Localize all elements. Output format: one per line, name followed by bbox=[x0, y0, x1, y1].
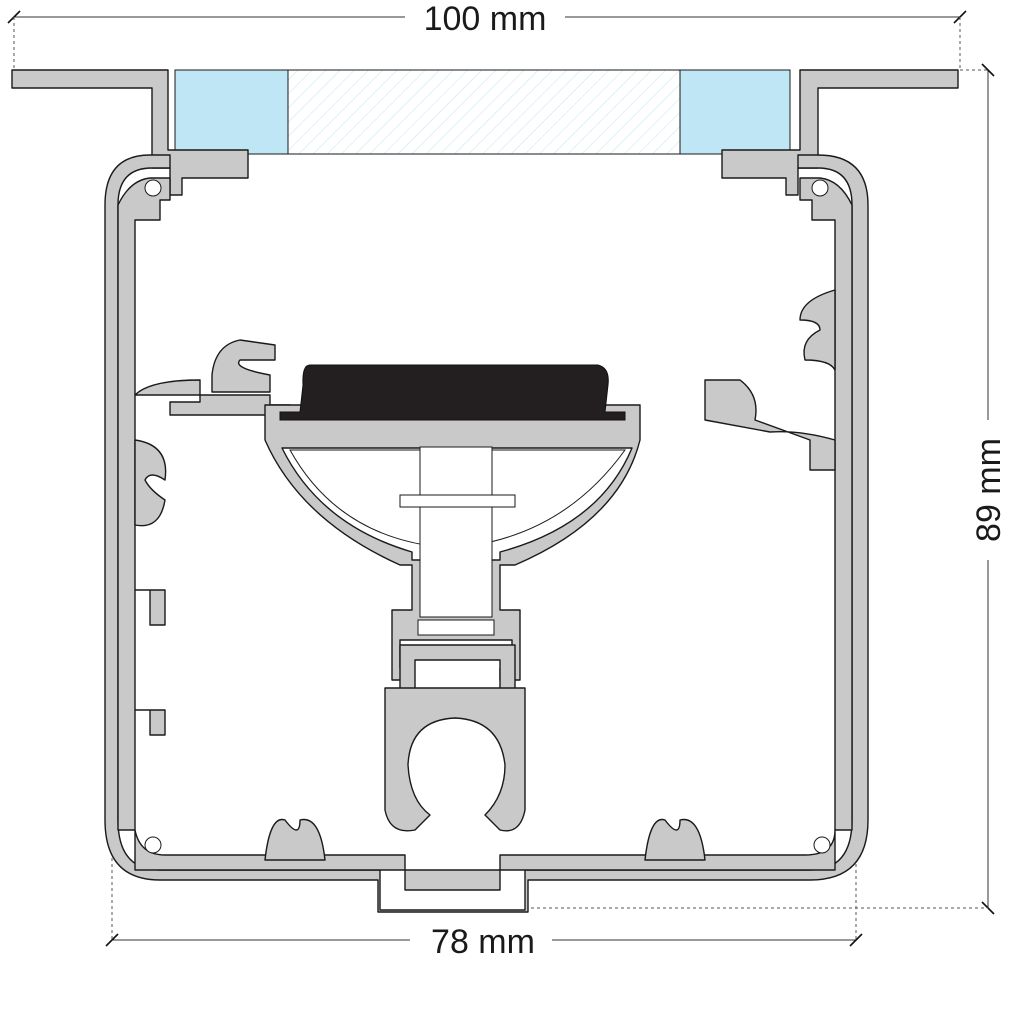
left-clip bbox=[211, 339, 276, 393]
dimension-label-78mm: 78 mm bbox=[431, 923, 535, 961]
profile-body bbox=[104, 154, 869, 913]
bottom-floor bbox=[134, 829, 836, 891]
screw-channels bbox=[134, 179, 836, 861]
dimension-height: 89 mm bbox=[525, 63, 1008, 915]
dimension-width-bottom: 78 mm bbox=[105, 840, 863, 961]
suspension-clip bbox=[384, 687, 526, 832]
dimension-label-89mm: 89 mm bbox=[970, 438, 1008, 542]
mounting-stem bbox=[399, 446, 516, 691]
diffuser bbox=[174, 69, 791, 155]
left-flange bbox=[11, 69, 249, 196]
right-flange bbox=[721, 69, 959, 196]
dimension-width-top: 100 mm bbox=[7, 0, 967, 70]
dimension-label-100mm: 100 mm bbox=[424, 0, 547, 38]
left-wall bbox=[117, 177, 171, 831]
led-board bbox=[279, 364, 626, 421]
right-led-arm bbox=[704, 379, 836, 471]
right-wall bbox=[799, 177, 853, 831]
